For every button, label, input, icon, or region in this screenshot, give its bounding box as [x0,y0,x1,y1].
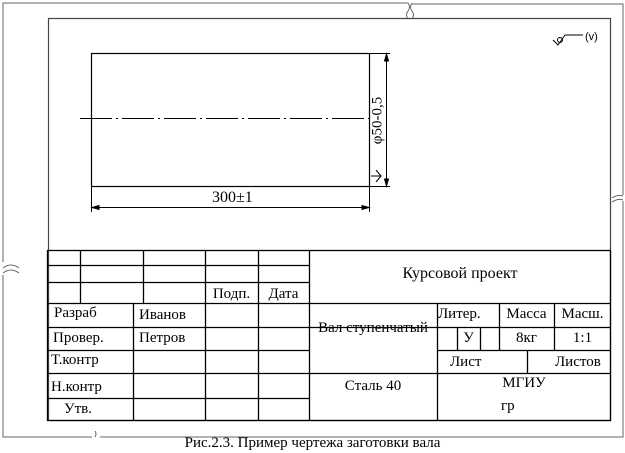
sheet-label: Лист [450,354,482,370]
scale-header: Масш. [561,306,604,322]
role-label: Разраб [54,305,97,321]
date-header: Дата [268,286,299,302]
scale-value: 1:1 [572,330,593,346]
sign-header: Подп. [212,286,251,302]
datum-mark-icon [371,169,382,183]
roughness-label: (v) [585,31,598,43]
figure-caption: Рис.2.3. Пример чертежа заготовки вала [184,435,441,451]
project-title: Курсовой проект [402,265,518,282]
shaft-outline [90,52,371,188]
role-label: Утв. [64,401,93,417]
break-marks [2,194,624,274]
part-name: Вал ступенчатый [318,320,428,336]
name-label: Иванов [139,307,186,323]
organization: МГИУ [502,375,546,391]
name-label: Петров [139,330,186,346]
mass-value: 8кг [516,330,537,346]
diameter-dimension-label: φ50-0,5 [369,96,386,145]
role-label: Н.контр [51,379,102,395]
roughness-icon [552,34,583,46]
liter-value: У [463,330,474,346]
inner-frame [47,17,612,422]
mass-header: Масса [506,306,547,322]
material: Сталь 40 [344,378,402,394]
liter-header: Литер. [438,306,481,322]
length-dimension-label: 300±1 [212,189,253,206]
group-label: гр [501,398,515,414]
role-label: Провер. [53,330,104,346]
role-label: Т.контр [51,352,99,368]
outer-frame [2,2,624,438]
sheets-label: Листов [555,354,601,370]
title-block-grid [46,249,612,422]
